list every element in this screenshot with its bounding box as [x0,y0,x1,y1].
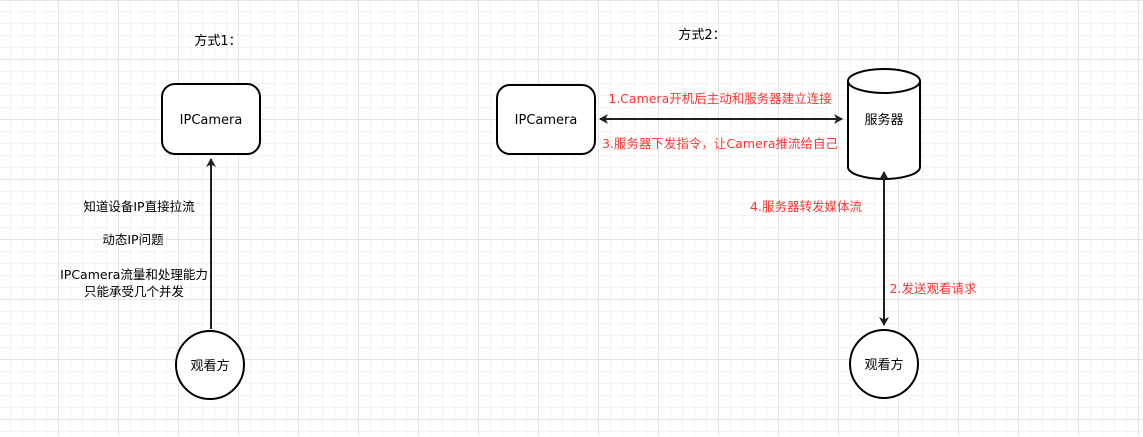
method1-camera-box[interactable] [161,83,261,155]
server-cylinder-top-rim [847,80,921,94]
method1-viewer-node[interactable]: 观看方 [175,330,245,400]
edge-label-step4: 4.服务器转发媒体流 [750,199,862,214]
edge-label-step2: 2.发送观看请求 [890,281,977,296]
method2-camera-node[interactable]: IPCamera [496,84,596,155]
method1-camera-node[interactable]: IPCamera [161,83,261,155]
method2-server-label: 服务器 [864,112,903,128]
method1-note-line3a: IPCamera流量和处理能力 [60,267,208,282]
method1-note-line1: 知道设备IP直接拉流 [83,199,195,214]
method2-viewer-node[interactable]: 观看方 [849,329,919,399]
method1-title: 方式1： [194,33,241,49]
edge-label-step3: 3.服务器下发指令，让Camera推流给自己 [602,136,838,151]
method1-viewer-circle[interactable] [175,330,245,400]
method2-camera-box[interactable] [496,84,596,155]
method1-camera-label: IPCamera [180,113,243,128]
method2-server-node[interactable]: 服务器 [847,68,921,180]
edge-label-step1: 1.Camera开机后主动和服务器建立连接 [608,91,832,106]
method2-viewer-circle[interactable] [849,329,919,399]
method1-note-line2: 动态IP问题 [102,232,164,247]
method1-viewer-label: 观看方 [190,358,229,374]
method1-note-line3b: 只能承受几个并发 [84,284,185,299]
method2-title: 方式2： [678,27,725,43]
method2-viewer-label: 观看方 [864,357,903,373]
method2-camera-label: IPCamera [515,113,578,128]
server-cylinder-body[interactable] [847,68,921,180]
